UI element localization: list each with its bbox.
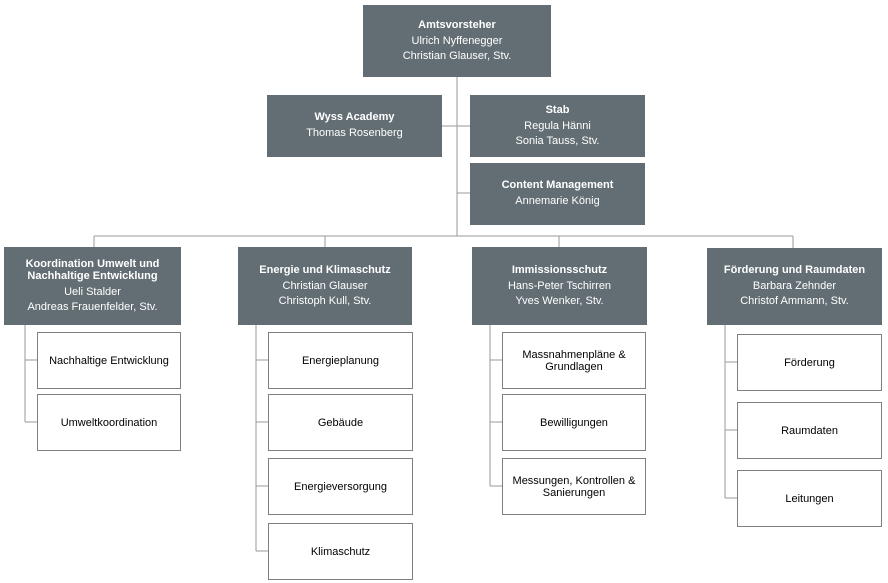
box-person: Thomas Rosenberg <box>306 127 403 139</box>
unit-box: Energieplanung <box>268 332 413 389</box>
department-box-immissionsschutz: Immissionsschutz Hans-Peter Tschirren Yv… <box>472 247 647 325</box>
box-person: Annemarie König <box>515 195 600 207</box>
department-box-energie: Energie und Klimaschutz Christian Glause… <box>238 247 412 325</box>
box-person: Ulrich Nyffenegger <box>411 34 503 47</box>
department-box-foerderung: Förderung und Raumdaten Barbara Zehnder … <box>707 248 882 325</box>
box-person: Ueli Stalder <box>64 285 121 298</box>
unit-box: Messungen, Kontrollen & Sanierungen <box>502 458 646 515</box>
unit-box: Bewilligungen <box>502 394 646 451</box>
head-of-office-box: Amtsvorsteher Ulrich Nyffenegger Christi… <box>363 5 551 77</box>
unit-box: Massnahmenpläne & Grundlagen <box>502 332 646 389</box>
box-person: Christian Glauser <box>282 279 368 292</box>
box-title: Amtsvorsteher <box>418 18 496 31</box>
unit-box: Umweltkoordination <box>37 394 181 451</box>
box-title: Stab <box>545 103 570 116</box>
box-person: Christian Glauser, Stv. <box>402 49 512 62</box>
unit-box: Klimaschutz <box>268 523 413 580</box>
box-person: Barbara Zehnder <box>752 280 837 292</box>
unit-box: Förderung <box>737 334 882 391</box>
staff-box-stab: Stab Regula Hänni Sonia Tauss, Stv. <box>470 95 645 157</box>
box-title: Koordination Umwelt und Nachhaltige Entw… <box>25 257 160 282</box>
box-person: Sonia Tauss, Stv. <box>515 134 600 147</box>
unit-box: Gebäude <box>268 394 413 451</box>
box-person: Yves Wenker, Stv. <box>515 294 604 307</box>
box-title: Energie und Klimaschutz <box>259 263 391 276</box>
box-person: Hans-Peter Tschirren <box>507 279 612 292</box>
box-title: Förderung und Raumdaten <box>723 264 866 276</box>
unit-box: Energieversorgung <box>268 458 413 515</box>
box-title: Wyss Academy <box>314 111 395 123</box>
staff-box-content-management: Content Management Annemarie König <box>470 163 645 225</box>
unit-box: Leitungen <box>737 470 882 527</box>
unit-box: Raumdaten <box>737 402 882 459</box>
unit-box: Nachhaltige Entwicklung <box>37 332 181 389</box>
department-box-koordination: Koordination Umwelt und Nachhaltige Entw… <box>4 247 181 325</box>
box-person: Christof Ammann, Stv. <box>740 295 849 307</box>
box-person: Andreas Frauenfelder, Stv. <box>27 300 158 313</box>
box-person: Christoph Kull, Stv. <box>278 294 372 307</box>
staff-box-wyss-academy: Wyss Academy Thomas Rosenberg <box>267 95 442 157</box>
box-title: Content Management <box>501 179 614 191</box>
box-person: Regula Hänni <box>524 119 591 132</box>
box-title: Immissionsschutz <box>511 263 608 276</box>
